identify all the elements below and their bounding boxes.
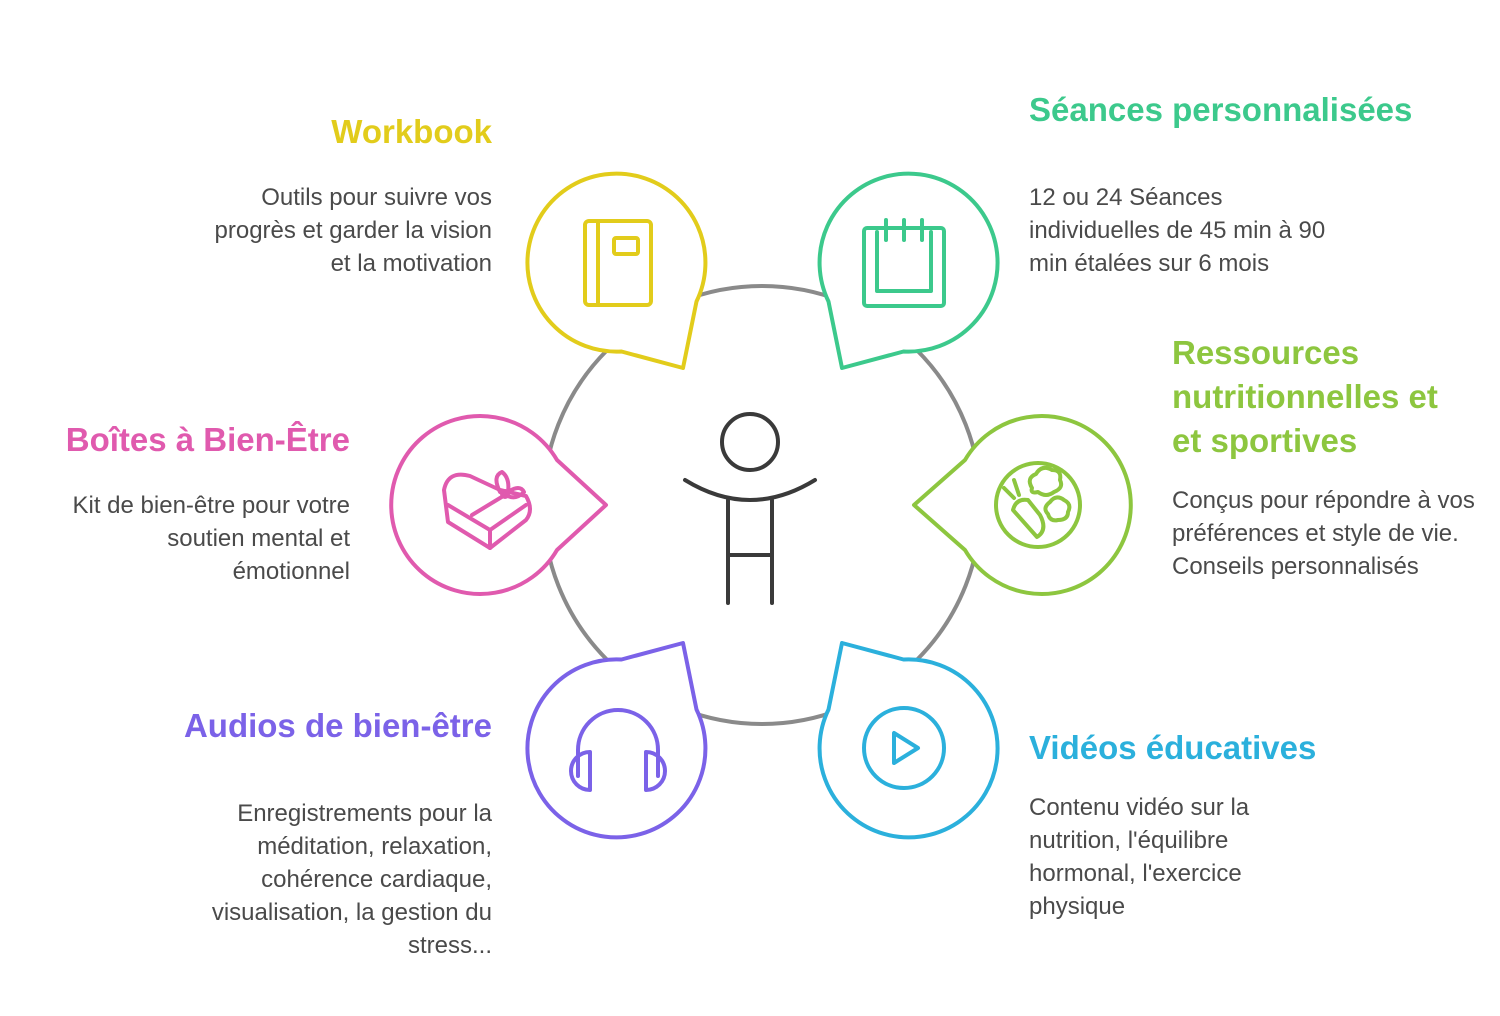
headphones-icon	[569, 708, 667, 792]
ressources-title: Ressources nutritionnelles et et sportiv…	[1172, 334, 1438, 459]
boites-pin	[389, 414, 608, 596]
audios-pin	[525, 641, 708, 840]
vegetables-icon	[994, 461, 1082, 549]
audios-title: Audios de bien-être	[183, 707, 492, 744]
workbook-title: Workbook	[331, 113, 492, 150]
videos-title: Vidéos éducatives	[1029, 729, 1317, 766]
person-icon	[683, 412, 817, 605]
seances-desc: 12 ou 24 Séances individuelles de 45 min…	[1029, 184, 1326, 277]
gift-box-icon	[442, 470, 532, 550]
audios-desc: Enregistrements pour la méditation, rela…	[211, 800, 492, 959]
workbook-desc: Outils pour suivre vos progrès et garder…	[214, 184, 492, 277]
ressources-pin	[912, 414, 1133, 596]
boites-title: Boîtes à Bien-Être	[65, 421, 350, 458]
videos-desc: Contenu vidéo sur la nutrition, l'équili…	[1029, 794, 1250, 920]
boites-desc: Kit de bien-être pour votre soutien ment…	[72, 492, 351, 585]
notebook-icon	[583, 219, 653, 307]
seances-title: Séances personnalisées	[1029, 91, 1413, 128]
play-icon	[862, 706, 946, 790]
workbook-pin	[525, 171, 708, 370]
calendar-icon	[862, 218, 946, 308]
seances-pin	[817, 171, 1000, 370]
videos-pin	[817, 641, 1000, 840]
ressources-desc: Conçus pour répondre à vos préférences e…	[1172, 487, 1475, 580]
